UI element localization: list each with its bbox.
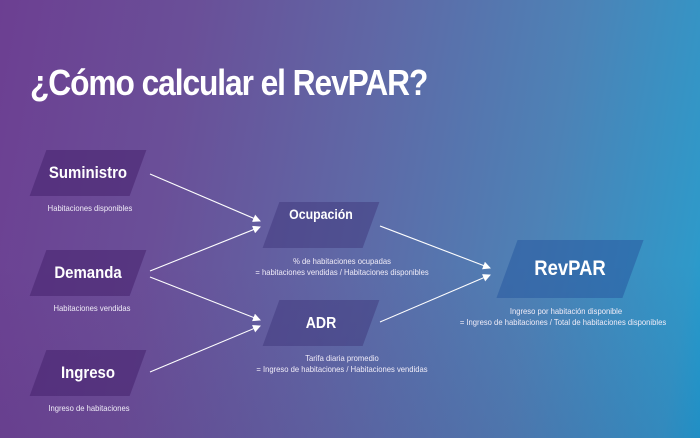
node-sub: Habitaciones disponibles [47,203,133,213]
arrow-demanda-adr [149,276,261,322]
node-adr: ADR [262,300,380,346]
node-demanda: Demanda [28,250,148,296]
node-ocupacion: Ocupación [262,202,380,248]
node-ingreso: Ingreso [28,350,148,396]
arrow-ingreso-adr [149,325,261,373]
node-sub: Habitaciones vendidas [53,303,131,313]
arrow-suministro-ocupacion [149,173,261,222]
node-revpar: RevPAR [495,240,645,298]
node-sub: = Ingreso de habitaciones / Total de hab… [459,317,667,327]
arrow-adr-revpar [379,274,491,323]
node-sub: Ingreso por habitación disponible [509,306,623,316]
node-label: Suministro [48,163,128,182]
node-sub: = habitaciones vendidas / Habitaciones d… [255,267,429,277]
node-sub: Ingreso de habitaciones [48,403,130,413]
node-label: Ingreso [60,363,116,382]
node-label: Demanda [54,263,122,282]
arrow-demanda-ocupacion [149,225,261,272]
node-sub: = Ingreso de habitaciones / Habitaciones… [256,364,428,374]
node-label: Ocupación [289,206,353,222]
page-title: ¿Cómo calcular el RevPAR? [30,62,428,103]
node-sub: Tarifa diaria promedio [305,353,379,363]
node-sub: % de habitaciones ocupadas [293,256,391,266]
node-suministro: Suministro [28,150,148,196]
node-label: RevPAR [534,257,606,280]
arrow-ocupacion-revpar [379,225,491,270]
node-label: ADR [305,315,337,332]
